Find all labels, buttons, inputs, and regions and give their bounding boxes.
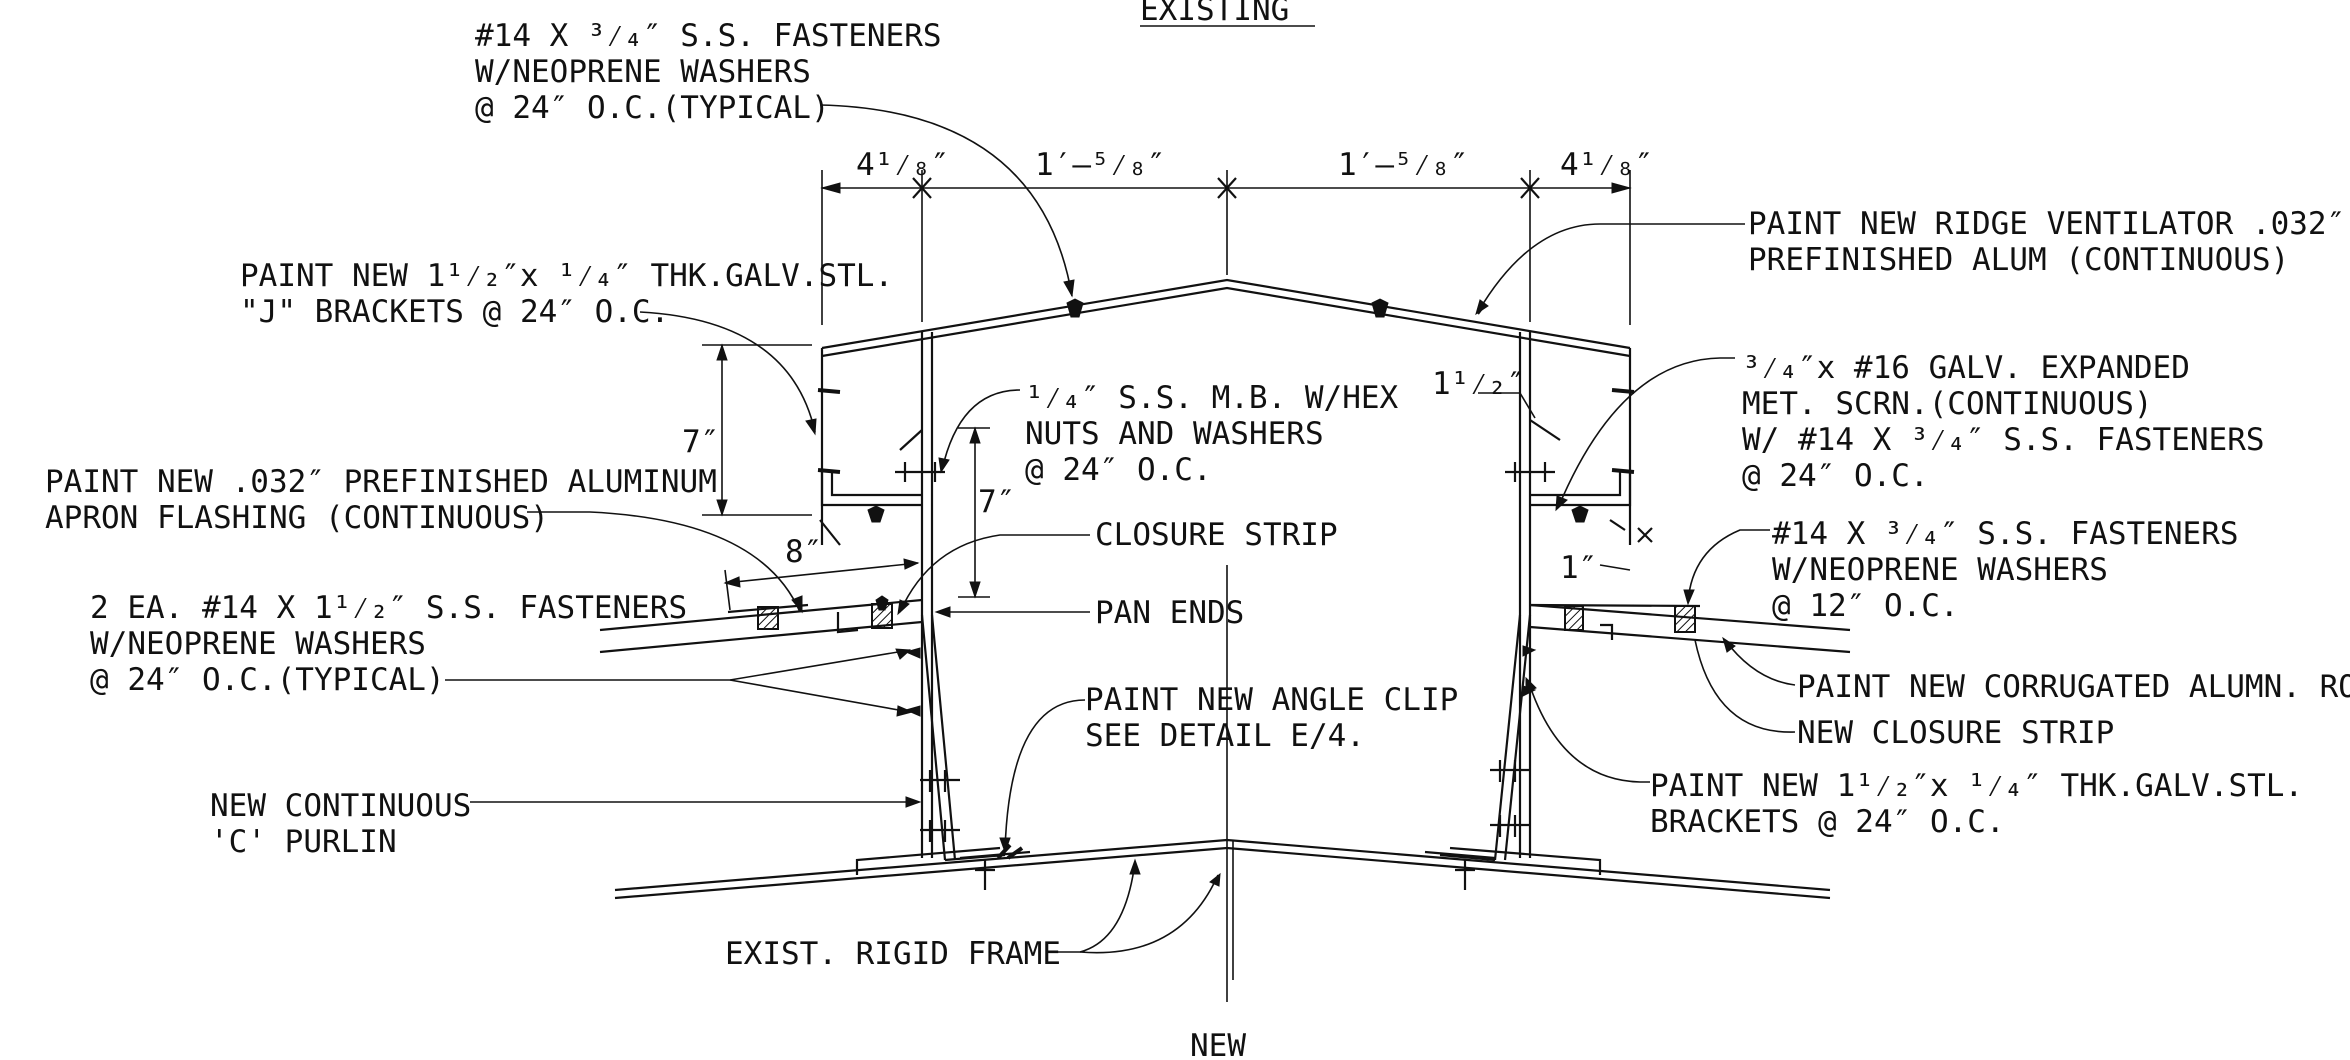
leader-lines bbox=[445, 104, 1796, 954]
svg-text:W/NEOPRENE WASHERS: W/NEOPRENE WASHERS bbox=[90, 626, 426, 662]
left-deflector-2 bbox=[819, 519, 841, 546]
purlin-walls bbox=[904, 614, 1537, 862]
dim-top-left-inner: 1′–⁵⁄₈″ bbox=[1035, 147, 1166, 183]
center-bolts bbox=[895, 462, 1555, 482]
top-dimension-line bbox=[820, 170, 1632, 325]
dim-top-right-outer: 4¹⁄₈″ bbox=[1560, 147, 1653, 183]
note-ridge-ventilator: PAINT NEW RIDGE VENTILATOR .032″ PREFINI… bbox=[1748, 206, 2345, 278]
svg-text:'C' PURLIN: 'C' PURLIN bbox=[210, 824, 397, 860]
svg-text:PREFINISHED ALUM (CONTINUOUS): PREFINISHED ALUM (CONTINUOUS) bbox=[1748, 242, 2289, 278]
dim-center-height-lines bbox=[958, 426, 990, 599]
left-roof-panel bbox=[599, 595, 923, 654]
note-expanded-screen: ³⁄₄″x #16 GALV. EXPANDED MET. SCRN.(CONT… bbox=[1742, 350, 2265, 494]
svg-text:PAINT NEW .032″ PREFINISHED AL: PAINT NEW .032″ PREFINISHED ALUMINUM bbox=[45, 464, 717, 500]
svg-text:@ 24″ O.C.(TYPICAL): @ 24″ O.C.(TYPICAL) bbox=[475, 90, 830, 126]
note-rigid-frame: EXIST. RIGID FRAME bbox=[725, 936, 1061, 972]
dim-left-height-lines bbox=[702, 343, 812, 517]
angle-clip bbox=[959, 843, 1496, 890]
svg-text:2 EA. #14 X 1¹⁄₂″ S.S. FASTEN: 2 EA. #14 X 1¹⁄₂″ S.S. FASTENERS bbox=[90, 590, 687, 626]
dim-apron-lines bbox=[723, 558, 920, 611]
svg-text:BRACKETS @ 24″ O.C.: BRACKETS @ 24″ O.C. bbox=[1650, 804, 2005, 840]
svg-text:#14 X ³⁄₄″ S.S. FASTENERS: #14 X ³⁄₄″ S.S. FASTENERS bbox=[1772, 516, 2239, 552]
right-roof-panel bbox=[1529, 603, 1851, 654]
note-j-brackets: PAINT NEW 1¹⁄₂″x ¹⁄₄″ THK.GALV.STL. "J" … bbox=[240, 258, 893, 330]
svg-text:@ 24″ O.C.: @ 24″ O.C. bbox=[1742, 458, 1929, 494]
dim-top-right-inner: 1′–⁵⁄₈″ bbox=[1338, 147, 1469, 183]
note-fasteners-lower: 2 EA. #14 X 1¹⁄₂″ S.S. FASTENERS W/NEOPR… bbox=[90, 590, 687, 698]
dim-right-gap: 1¹⁄₂″ bbox=[1432, 366, 1525, 402]
note-apron-flashing: PAINT NEW .032″ PREFINISHED ALUMINUM APR… bbox=[45, 464, 717, 536]
dim-left-height: 7″ bbox=[682, 424, 719, 460]
note-angle-clip: PAINT NEW ANGLE CLIP SEE DETAIL E/4. bbox=[1085, 682, 1458, 754]
svg-text:@ 24″ O.C.(TYPICAL): @ 24″ O.C.(TYPICAL) bbox=[90, 662, 445, 698]
right-deflector-2 bbox=[1609, 519, 1626, 531]
note-fasteners-right: #14 X ³⁄₄″ S.S. FASTENERS W/NEOPRENE WAS… bbox=[1772, 516, 2239, 624]
note-corrugated-roofing: PAINT NEW CORRUGATED ALUMN. ROO bbox=[1797, 669, 2350, 705]
title-new: NEW bbox=[1190, 1028, 1246, 1060]
svg-text:MET. SCRN.(CONTINUOUS): MET. SCRN.(CONTINUOUS) bbox=[1742, 386, 2153, 422]
dim-right-lower: 1″ bbox=[1560, 550, 1597, 586]
svg-text:APRON FLASHING (CONTINUOUS): APRON FLASHING (CONTINUOUS) bbox=[45, 500, 549, 536]
note-bolts: ¹⁄₄″ S.S. M.B. W/HEX NUTS AND WASHERS @ … bbox=[1025, 380, 1399, 488]
dim-top-left-outer: 4¹⁄₈″ bbox=[856, 147, 949, 183]
svg-text:SEE DETAIL E/4.: SEE DETAIL E/4. bbox=[1085, 718, 1365, 754]
ridge-ventilator-hood bbox=[817, 278, 1635, 858]
dim-center-height: 7″ bbox=[978, 484, 1015, 520]
svg-text:"J" BRACKETS @ 24″ O.C.: "J" BRACKETS @ 24″ O.C. bbox=[240, 294, 669, 330]
svg-text:PAINT NEW 1¹⁄₂″x ¹⁄₄″ THK.GALV: PAINT NEW 1¹⁄₂″x ¹⁄₄″ THK.GALV.STL. bbox=[1650, 768, 2303, 804]
svg-text:#14 X ³⁄₄″ S.S. FASTENERS: #14 X ³⁄₄″ S.S. FASTENERS bbox=[475, 18, 942, 54]
svg-text:W/ #14 X ³⁄₄″ S.S. FASTENERS: W/ #14 X ³⁄₄″ S.S. FASTENERS bbox=[1742, 422, 2265, 458]
title-existing: EXISTING bbox=[1140, 0, 1289, 28]
right-deflector bbox=[1529, 419, 1561, 441]
svg-text:NUTS AND WASHERS: NUTS AND WASHERS bbox=[1025, 416, 1324, 452]
left-deflector bbox=[899, 429, 923, 451]
dim-apron-width: 8″ bbox=[785, 534, 822, 570]
svg-text:PAINT NEW ANGLE CLIP: PAINT NEW ANGLE CLIP bbox=[1085, 682, 1458, 718]
note-purlin: NEW CONTINUOUS 'C' PURLIN bbox=[210, 788, 471, 860]
svg-text:@ 24″ O.C.: @ 24″ O.C. bbox=[1025, 452, 1212, 488]
note-closure-strip-right: NEW CLOSURE STRIP bbox=[1797, 715, 2114, 751]
svg-text:W/NEOPRENE WASHERS: W/NEOPRENE WASHERS bbox=[1772, 552, 2108, 588]
svg-text:PAINT NEW 1¹⁄₂″x ¹⁄₄″ THK.GALV: PAINT NEW 1¹⁄₂″x ¹⁄₄″ THK.GALV.STL. bbox=[240, 258, 893, 294]
svg-text:NEW CONTINUOUS: NEW CONTINUOUS bbox=[210, 788, 471, 824]
rigid-frame bbox=[614, 838, 1831, 900]
svg-text:PAINT NEW RIDGE VENTILATOR .03: PAINT NEW RIDGE VENTILATOR .032″ bbox=[1748, 206, 2345, 242]
note-pan-ends: PAN ENDS bbox=[1095, 595, 1244, 631]
note-closure-strip: CLOSURE STRIP bbox=[1095, 517, 1338, 553]
svg-text:³⁄₄″x #16 GALV. EXPANDED: ³⁄₄″x #16 GALV. EXPANDED bbox=[1742, 350, 2190, 386]
svg-text:@ 12″ O.C.: @ 12″ O.C. bbox=[1772, 588, 1959, 624]
svg-text:¹⁄₄″ S.S. M.B. W/HEX: ¹⁄₄″ S.S. M.B. W/HEX bbox=[1025, 380, 1399, 416]
dim-right-lower-arrow bbox=[1599, 564, 1631, 571]
svg-text:W/NEOPRENE WASHERS: W/NEOPRENE WASHERS bbox=[475, 54, 811, 90]
note-fasteners-top: #14 X ³⁄₄″ S.S. FASTENERS W/NEOPRENE WAS… bbox=[475, 18, 942, 126]
note-brackets-right: PAINT NEW 1¹⁄₂″x ¹⁄₄″ THK.GALV.STL. BRAC… bbox=[1650, 768, 2303, 840]
right-screen-x bbox=[1637, 527, 1653, 543]
